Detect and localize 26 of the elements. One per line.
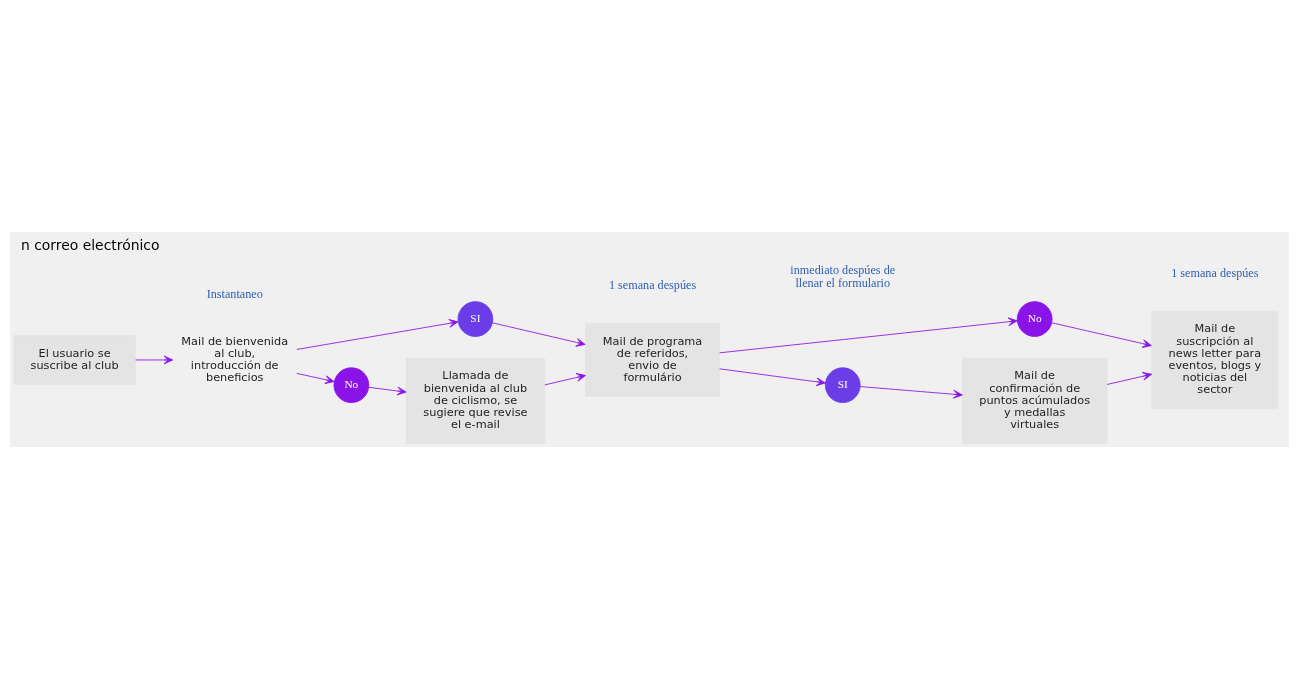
node-circle: SI <box>824 366 861 403</box>
node-text: Mail de bienvenida al club, introducción de beneficios <box>181 334 289 384</box>
diagram-title: n correo electrónico <box>20 236 160 253</box>
label: Instantaneo <box>206 286 263 301</box>
arrow <box>859 385 963 399</box>
node-circle: No <box>333 366 370 403</box>
node-box: El usuario se suscribe al club <box>13 334 136 385</box>
node-box: Mail de programa de referidos, envio de formulário <box>585 322 720 397</box>
node-circle: SI <box>457 300 494 337</box>
arrow <box>1051 321 1152 348</box>
node-circle: No <box>1016 300 1053 337</box>
label: 1 semana despúes <box>1171 265 1259 280</box>
arrow <box>296 318 459 350</box>
node-box: Llamada de bienvenida al club de ciclismo, se sugiere que revise el e-mail <box>405 357 546 444</box>
label: inmediato despúes de llenar el formulario <box>790 262 896 290</box>
node-box: Mail de suscripción al news letter para eventos, blogs y noticias del sector <box>1151 310 1279 409</box>
arrow <box>544 372 586 385</box>
label: 1 semana despúes <box>608 277 697 292</box>
arrow <box>1106 371 1153 385</box>
arrow <box>135 355 174 364</box>
node-box: Mail de confirmación de puntos acúmulados y medallas virtuales <box>962 357 1108 444</box>
arrow <box>296 372 335 384</box>
arrow <box>719 367 826 386</box>
arrow <box>719 316 1018 353</box>
arrow <box>368 386 407 395</box>
arrow <box>492 321 586 347</box>
